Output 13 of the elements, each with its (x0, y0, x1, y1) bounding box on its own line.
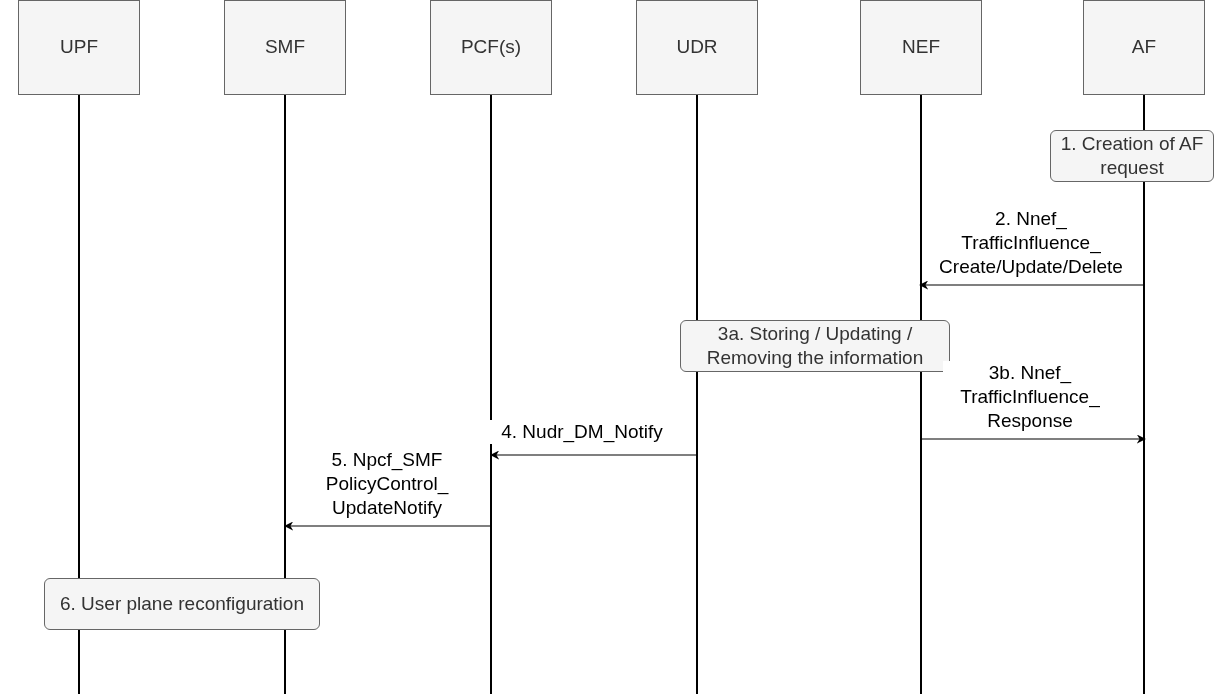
activity-box: 1. Creation of AF request (1050, 130, 1214, 182)
message-arrow (919, 434, 1146, 444)
participant-box: UDR (636, 0, 758, 95)
activity-box: 3a. Storing / Updating / Removing the information (680, 320, 950, 372)
participant-box: PCF(s) (430, 0, 552, 95)
participant-box: AF (1083, 0, 1205, 95)
message-arrow (284, 521, 492, 531)
participant-box: NEF (860, 0, 982, 95)
message-arrow (490, 450, 698, 460)
participant-box: UPF (18, 0, 140, 95)
message-arrow (919, 280, 1146, 290)
participant-box: SMF (224, 0, 346, 95)
activity-box: 6. User plane reconfiguration (44, 578, 320, 630)
